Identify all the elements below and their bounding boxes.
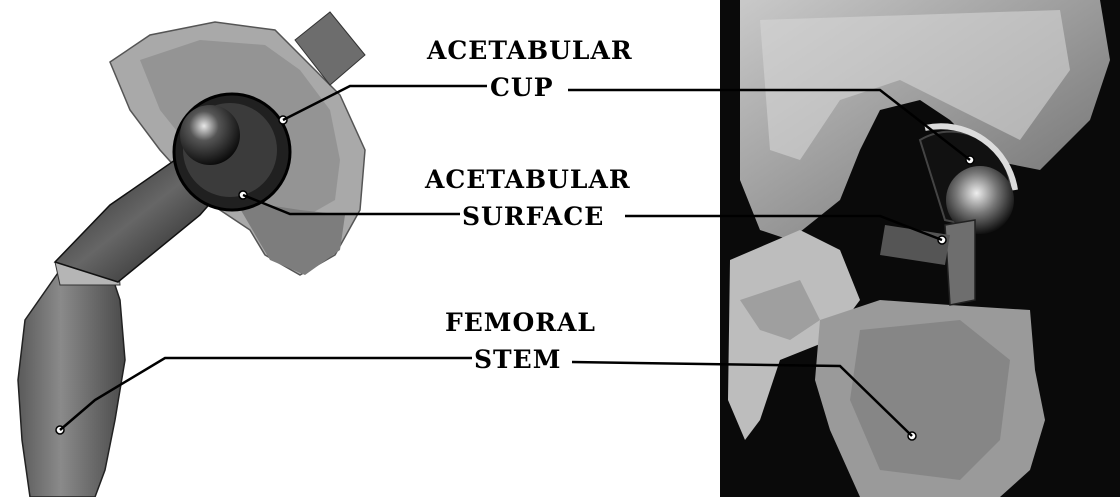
label-acetabular-cup-line1: ACETABULAR [427, 38, 633, 63]
xray-femoral-neck [945, 220, 975, 305]
femoral-stem-model [18, 270, 125, 497]
label-femoral-stem-line2: STEM [474, 347, 561, 372]
label-femoral-stem-line1: FEMORAL [445, 310, 596, 335]
prosthesis-model-photo [18, 12, 365, 497]
label-acetabular-surface-line2: SURFACE [462, 204, 604, 229]
label-acetabular-surface-line1: ACETABULAR [425, 167, 631, 192]
femoral-head-model [180, 105, 240, 165]
label-acetabular-cup-line2: CUP [490, 75, 554, 100]
xray-image [720, 0, 1120, 497]
